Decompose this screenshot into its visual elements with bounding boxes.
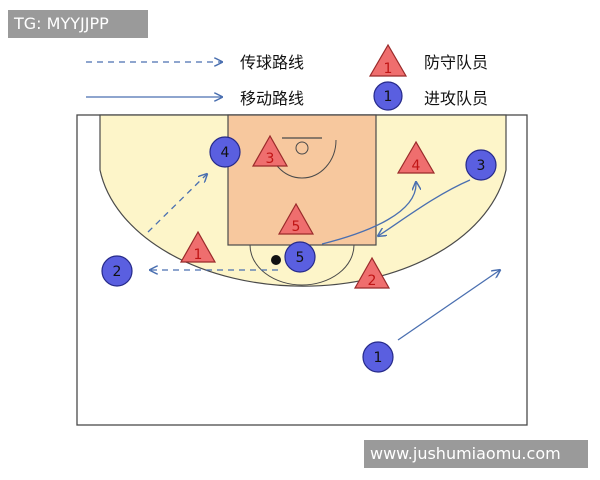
attacker-5: 5 <box>284 241 316 273</box>
defender-legend-label: 防守队员 <box>424 53 488 72</box>
attacker-2: 2 <box>101 255 133 287</box>
attacker-5-number: 5 <box>296 250 305 266</box>
attacker-2-number: 2 <box>113 264 122 280</box>
attacker-1-number: 1 <box>374 350 383 366</box>
attacker-1: 1 <box>362 341 394 373</box>
defender-3: 3 <box>251 134 289 167</box>
defender-5-number: 5 <box>292 219 301 235</box>
free-throw-circle-top <box>249 244 355 286</box>
defender-4: 4 <box>396 140 436 174</box>
move-route-player-3 <box>378 179 471 236</box>
move-route-player-1 <box>397 270 500 341</box>
defender-2-number: 2 <box>368 273 377 289</box>
defender-3-number: 3 <box>266 151 275 167</box>
attacker-3: 3 <box>465 149 497 181</box>
watermark-url: www.jushumiaomu.com <box>364 440 588 468</box>
defender-2: 2 <box>353 256 391 289</box>
watermark-tag: TG: MYYJJPP <box>8 10 148 38</box>
defenders: 1 2 3 4 5 <box>179 134 436 289</box>
defender-4-number: 4 <box>412 158 421 174</box>
ball-icon <box>271 255 281 265</box>
attacker-4-number: 4 <box>221 145 230 161</box>
defender-1: 1 <box>179 230 217 263</box>
attackers: 1 2 3 4 5 <box>101 136 497 373</box>
hoop <box>295 141 309 155</box>
routes <box>147 174 500 341</box>
defender-legend-number: 1 <box>384 61 393 77</box>
legend: 传球路线 移动路线 1 防守队员 1 进攻队员 <box>86 43 488 111</box>
move-route-legend-label: 移动路线 <box>240 89 304 108</box>
pass-route-legend-label: 传球路线 <box>240 53 304 72</box>
move-route-screen-5 <box>321 182 416 245</box>
defender-1-number: 1 <box>194 247 203 263</box>
defender-legend-icon: 1 <box>368 43 408 77</box>
attacker-4: 4 <box>209 136 241 168</box>
attacker-legend-label: 进攻队员 <box>424 89 488 108</box>
attacker-legend-number: 1 <box>384 89 393 105</box>
pass-route-2-to-4 <box>147 174 207 233</box>
attacker-3-number: 3 <box>477 158 486 174</box>
defender-5: 5 <box>277 202 315 235</box>
attacker-legend-icon: 1 <box>373 81 403 111</box>
